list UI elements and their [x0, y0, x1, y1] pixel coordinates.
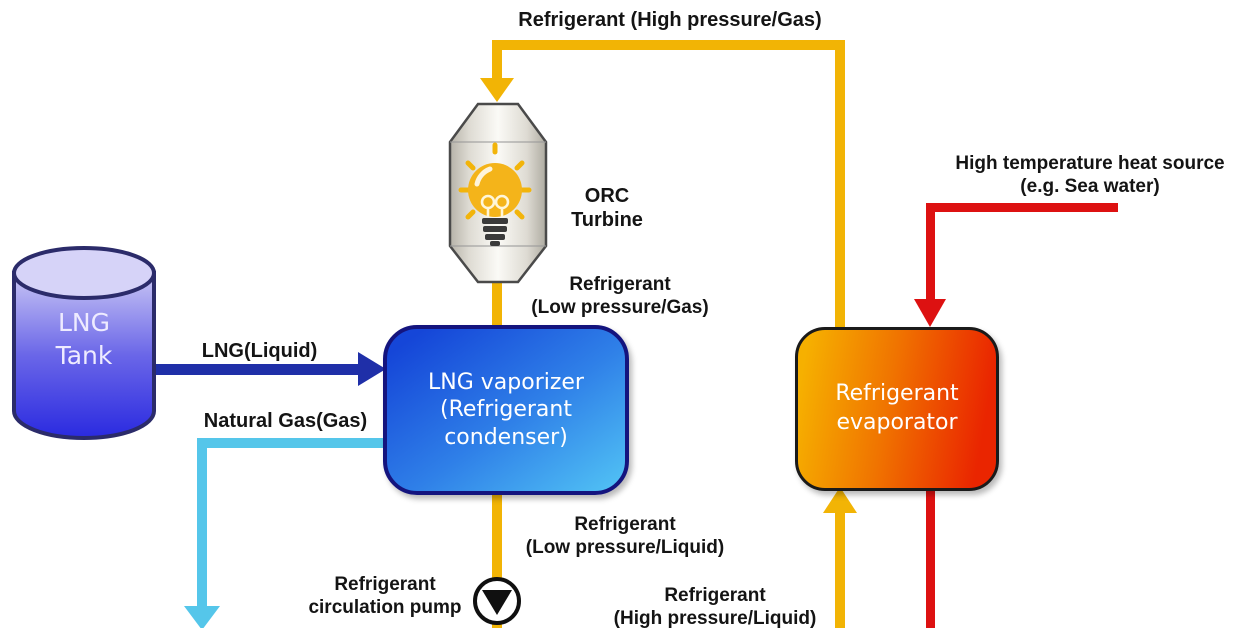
refrigerant-evaporator-box: Refrigerant evaporator — [795, 327, 999, 491]
label-refrigerant-low-pressure-gas: Refrigerant (Low pressure/Gas) — [531, 274, 709, 319]
refrigerant-pipe-top-horizontal — [492, 40, 845, 50]
refrigerant-pipe-into-turbine — [492, 40, 502, 80]
lng-tank-label: LNG Tank — [55, 308, 113, 370]
label-refrigerant-high-pressure-liquid: Refrigerant (High pressure/Liquid) — [613, 585, 817, 628]
label-heat-source: High temperature heat source (e.g. Sea w… — [955, 153, 1225, 198]
orc-turbine-body — [448, 102, 548, 284]
light-bulb-icon — [458, 142, 532, 246]
label-lng-liquid: LNG(Liquid) — [201, 340, 318, 362]
refrigerant-circulation-pump — [473, 577, 521, 625]
heat-source-pipe-horizontal — [928, 203, 1118, 212]
heat-source-pipe-down — [926, 203, 935, 300]
refrigerant-arrow-into-evaporator — [823, 487, 857, 513]
lng-tank-cylinder — [12, 246, 156, 440]
label-refrigerant-low-pressure-liquid: Refrigerant (Low pressure/Liquid) — [525, 514, 725, 559]
heat-source-pipe-outlet — [926, 485, 935, 628]
label-natural-gas: Natural Gas(Gas) — [203, 410, 368, 432]
natural-gas-arrow-out — [184, 606, 220, 628]
refrigerant-pipe-pump-to-evaporator — [835, 512, 845, 628]
heat-source-arrow-into-evaporator — [914, 299, 946, 327]
label-refrigerant-high-pressure-gas: Refrigerant (High pressure/Gas) — [518, 9, 822, 31]
label-orc-turbine: ORC Turbine — [571, 185, 643, 232]
label-refrigerant-circulation-pump: Refrigerant circulation pump — [308, 574, 462, 619]
lng-arrow-into-vaporizer — [358, 352, 386, 386]
pump-triangle-icon — [482, 590, 512, 615]
lng-pipe-horizontal — [155, 364, 359, 375]
lng-vaporizer-box: LNG vaporizer (Refrigerant condenser) — [383, 325, 629, 495]
orc-turbine — [445, 98, 551, 288]
lng-tank: LNG Tank — [10, 245, 158, 443]
natural-gas-pipe-down — [197, 438, 207, 610]
refrigerant-arrow-into-turbine — [480, 78, 514, 102]
natural-gas-pipe-horizontal — [202, 438, 383, 448]
refrigerant-pipe-evaporator-to-top — [835, 40, 845, 327]
